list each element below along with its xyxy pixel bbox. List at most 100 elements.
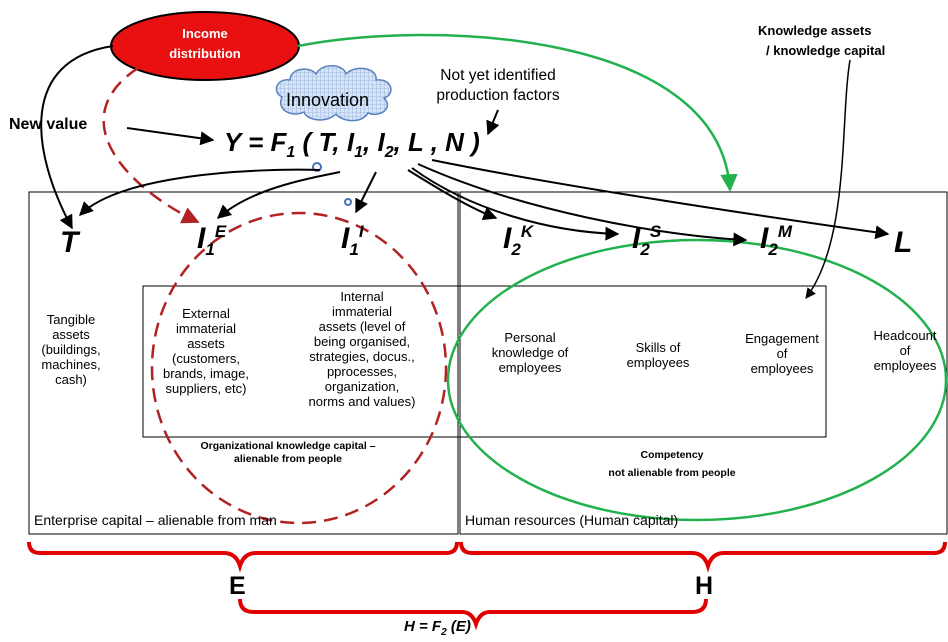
symbol-i2m: I2M [760, 222, 792, 260]
internal-assets-text: Internal immaterial assets (level of bei… [292, 289, 432, 409]
new-value-arrow [126, 127, 215, 146]
internal-line: immaterial [332, 304, 392, 319]
formula-comma: , [363, 127, 371, 157]
internal-line: being organised, [313, 334, 411, 349]
tangible-line: machines, [41, 357, 101, 372]
symbol-i2k-sup: K [520, 222, 534, 241]
knowledge-assets-arrow [805, 59, 851, 299]
new-value-label: New value [9, 116, 88, 133]
income-to-competency-arrow [297, 33, 738, 192]
arrow-to-i2s [411, 167, 620, 241]
symbol-i1i: I1I [341, 222, 364, 260]
skills-line: Skills of [635, 340, 681, 355]
symbol-i1e-sub: 1 [205, 240, 215, 259]
income-line2: distribution [169, 46, 241, 61]
arrow-to-i1e [216, 171, 341, 219]
symbol-i1i-sup: I [358, 222, 364, 241]
engagement-line: of [776, 346, 788, 361]
org-capital-line2: alienable from people [234, 453, 342, 465]
e-label: E [229, 572, 246, 600]
arrow-to-i1i [355, 171, 377, 214]
external-line: brands, image, [163, 366, 249, 381]
tangible-line: assets [52, 327, 90, 342]
human-capital-box [459, 191, 948, 535]
formula-open: ( [302, 127, 312, 157]
personal-knowledge-text: Personal knowledge of employees [474, 330, 586, 375]
formula-l: , L , [393, 127, 438, 157]
income-to-t-arrow [40, 45, 114, 230]
human-brace [459, 541, 947, 573]
formula-t: T, [318, 127, 340, 157]
personal-line: knowledge of [491, 345, 569, 360]
headcount-line: of [899, 343, 911, 358]
arrow-to-i2k [407, 169, 498, 221]
symbol-i2m-sup: M [777, 222, 792, 241]
internal-line: assets (level of [318, 319, 406, 334]
enterprise-capital-caption: Enterprise capital – alienable from man [34, 512, 277, 528]
formula-n: N [445, 127, 464, 157]
innovation-cloud [275, 65, 392, 122]
external-line: suppliers, etc) [165, 381, 247, 396]
symbol-i2m-sub: 2 [768, 240, 778, 259]
symbol-i2k-base: I [503, 222, 512, 255]
h-function-formula: H = F2 (E) [404, 618, 471, 638]
formula-i2: I [377, 127, 385, 157]
production-function-formula: Y = F1 ( T, I1, I2, L , N ) [224, 127, 480, 162]
personal-line: Personal [504, 330, 556, 345]
org-capital-line1: Organizational knowledge capital – [200, 440, 376, 452]
tangible-line: Tangible [46, 312, 96, 327]
symbol-i2s-base: I [632, 222, 641, 255]
h-label: H [695, 572, 714, 600]
innovation-label: Innovation [286, 90, 370, 110]
tangible-line: cash) [55, 372, 87, 387]
bottom-formula-right: (E) [450, 618, 471, 635]
human-resources-caption: Human resources (Human capital) [465, 512, 679, 528]
competency-line1: Competency [640, 449, 704, 461]
symbol-t: T [60, 226, 79, 259]
not-identified-line2: production factors [436, 87, 560, 104]
connector-dot [344, 198, 352, 206]
internal-line: pprocesses, [326, 364, 398, 379]
internal-line: Internal [340, 289, 384, 304]
skills-line: employees [626, 355, 690, 370]
symbol-i1e-base: I [197, 222, 206, 255]
enterprise-brace [27, 541, 459, 573]
arrow-to-l [431, 159, 890, 240]
external-line: External [182, 306, 230, 321]
headcount-line: Headcount [873, 328, 937, 343]
not-identified-label: Not yet identified production factors [414, 66, 582, 106]
external-assets-text: External immaterial assets (customers, b… [146, 306, 266, 396]
organizational-capital-circle [150, 211, 448, 525]
inner-box [142, 285, 827, 438]
personal-line: employees [498, 360, 562, 375]
knowledge-assets-line1: Knowledge assets [758, 23, 872, 38]
knowledge-assets-label: Knowledge assets / knowledge capital [758, 21, 948, 61]
income-line1: Income [182, 26, 228, 41]
tangible-line: (buildings, [41, 342, 101, 357]
formula-close: ) [471, 127, 480, 157]
symbol-i2m-base: I [760, 222, 769, 255]
headcount-line: employees [873, 358, 937, 373]
external-line: assets [187, 336, 225, 351]
bottom-formula-sub: 2 [441, 627, 447, 638]
symbol-i2k: I2K [503, 222, 533, 260]
skills-text: Skills of employees [610, 340, 706, 370]
e-h-brace [238, 598, 708, 631]
bottom-formula-left: H = F [404, 618, 442, 635]
organizational-capital-note: Organizational knowledge capital – alien… [168, 440, 408, 466]
competency-line2: not alienable from people [608, 467, 736, 479]
engagement-text: Engagement of employees [734, 331, 830, 376]
formula-i1: I [346, 127, 355, 157]
arrow-to-i2m [417, 163, 748, 247]
engagement-line: Engagement [745, 331, 819, 346]
competency-note: Competency not alienable from people [568, 446, 776, 482]
symbol-i1e-sup: E [214, 222, 227, 241]
symbol-l: L [894, 226, 913, 259]
external-line: immaterial [176, 321, 236, 336]
not-identified-arrow [486, 109, 500, 136]
formula-y: Y = F [224, 127, 287, 157]
knowledge-assets-line2: / knowledge capital [766, 43, 886, 58]
symbol-i2s: I2S [632, 222, 661, 260]
engagement-line: employees [750, 361, 814, 376]
